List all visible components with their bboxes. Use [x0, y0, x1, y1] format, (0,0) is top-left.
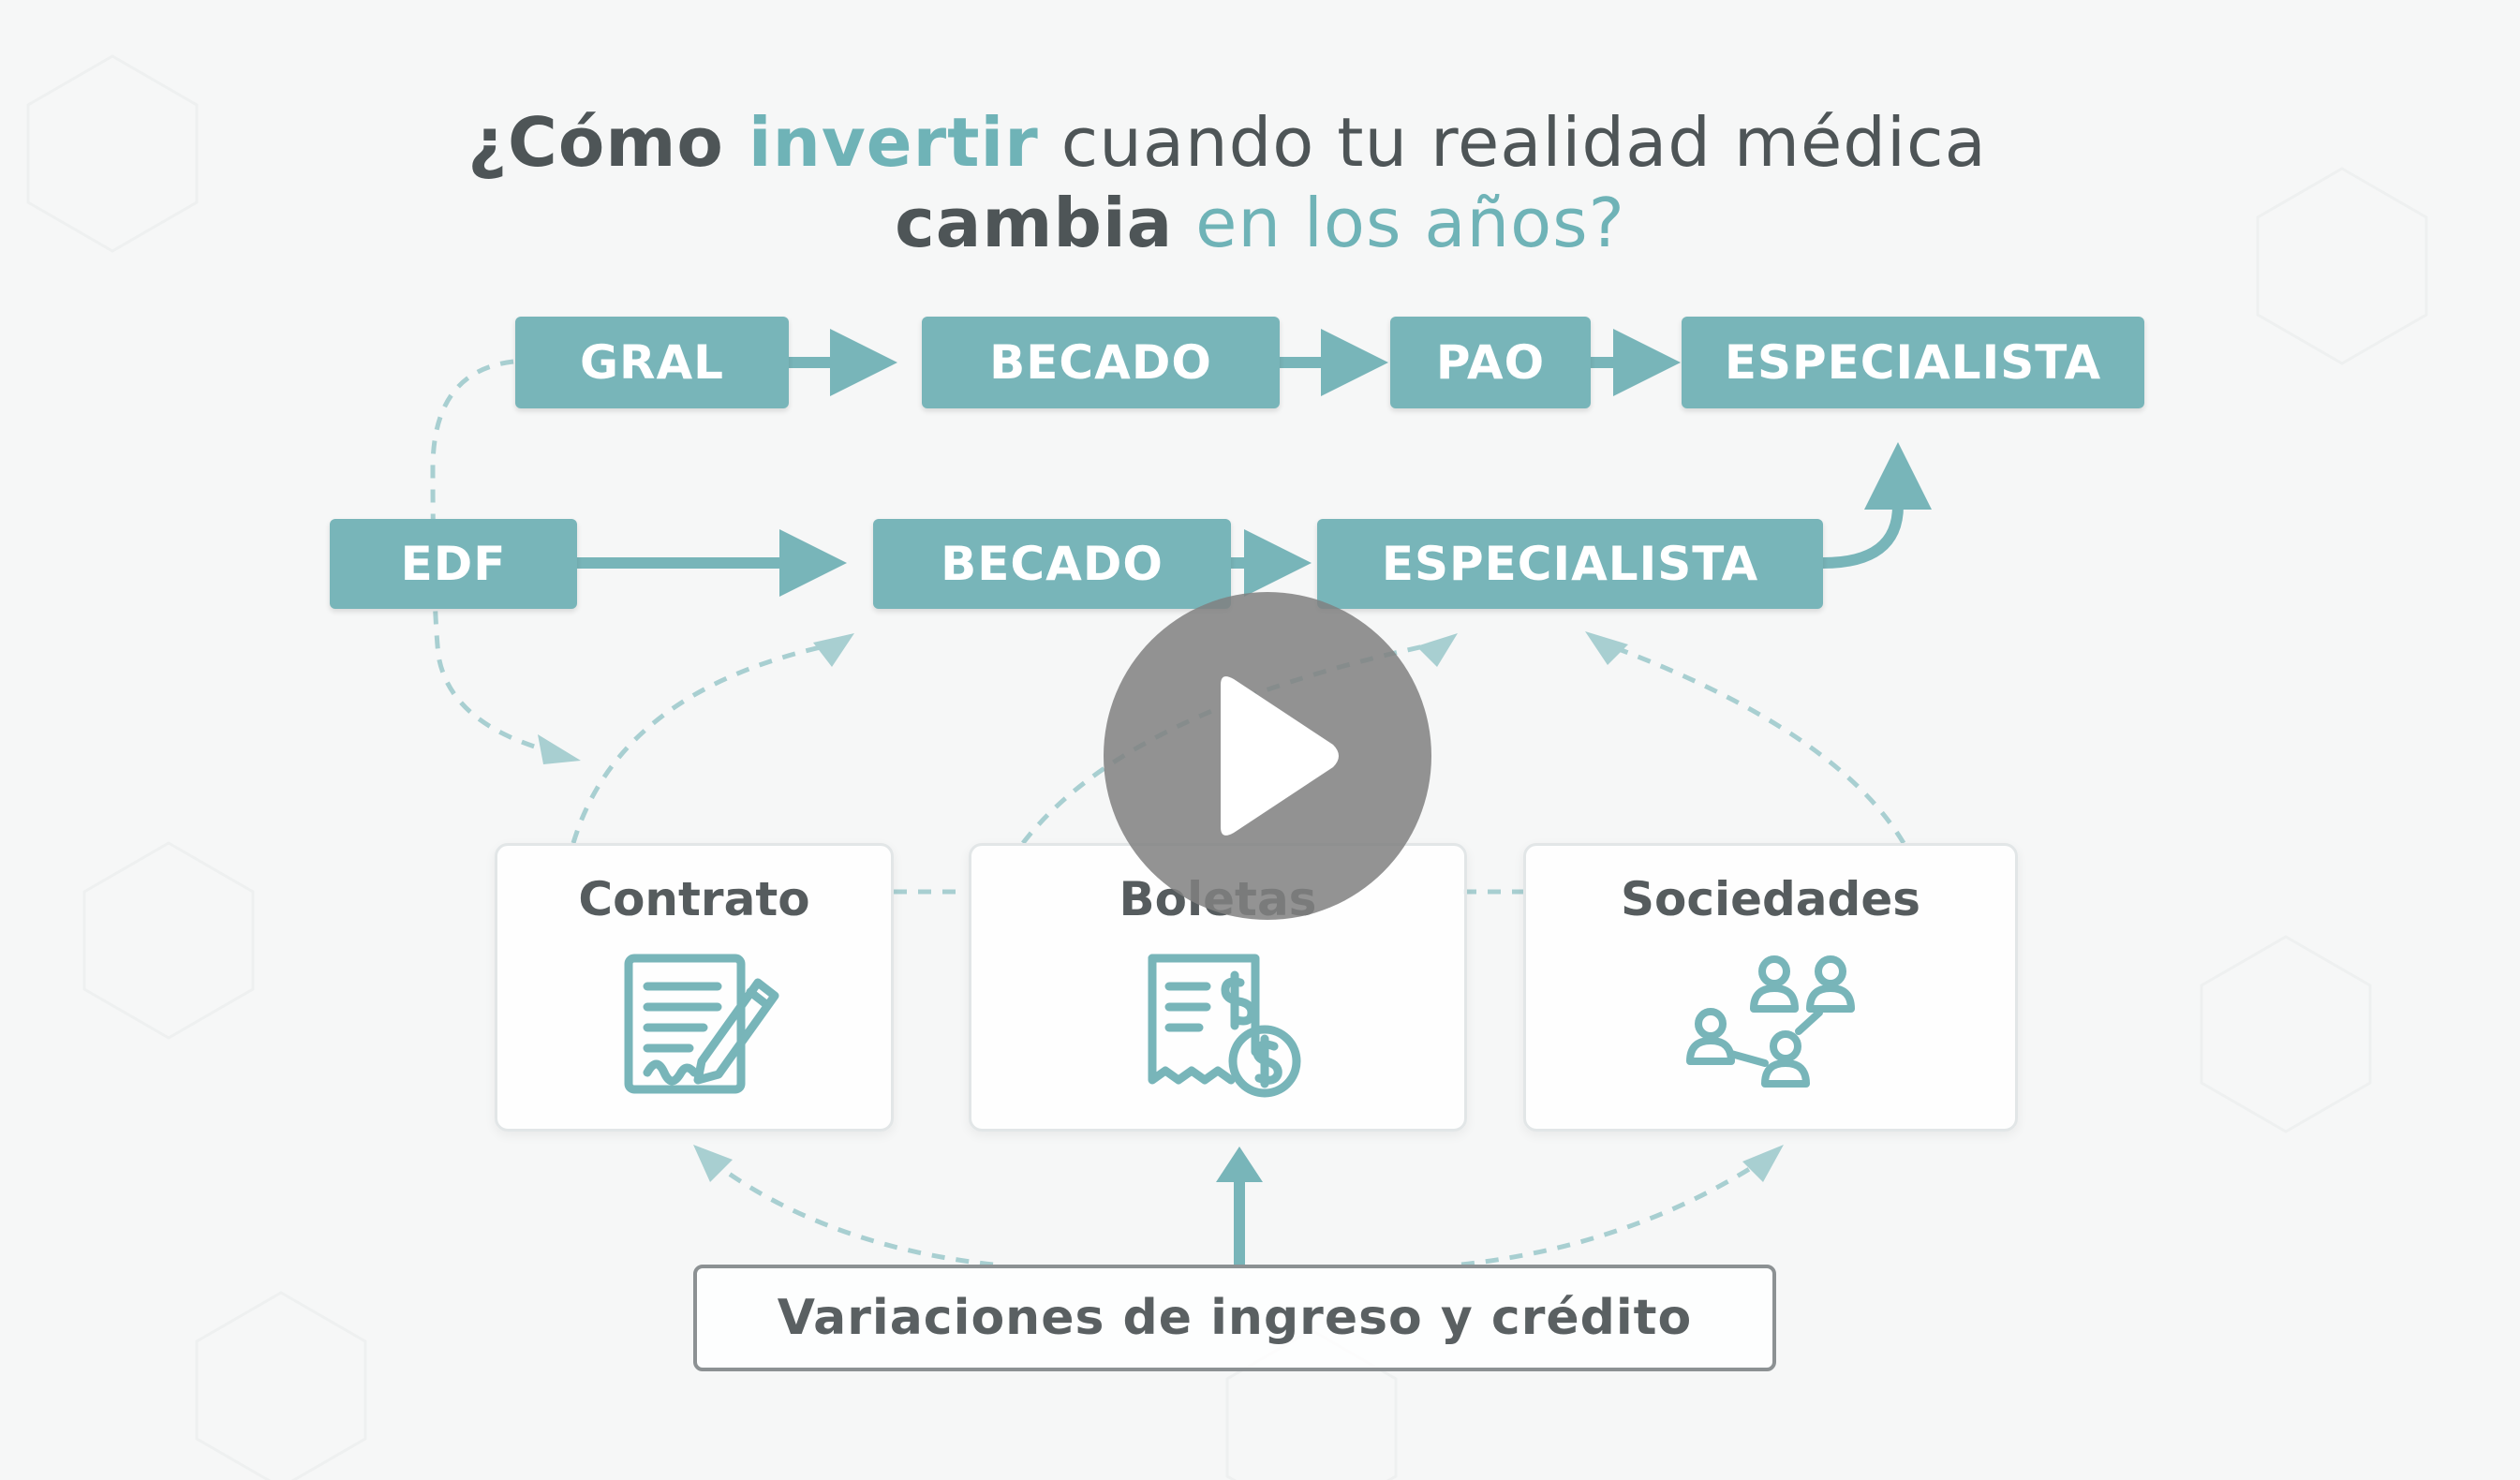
- card-sociedades-title: Sociedades: [1620, 872, 1921, 926]
- title-part-5: en los años?: [1173, 184, 1625, 262]
- card-boletas: Boletas: [969, 843, 1467, 1132]
- title-part-1: ¿Cómo: [467, 103, 749, 182]
- receipt-dollar-icon: [1148, 954, 1301, 1098]
- title-line-2: cambia en los años?: [0, 184, 2520, 262]
- income-credit-variations: Variaciones de ingreso y crédito: [693, 1265, 1776, 1371]
- stage-gral: GRAL: [515, 317, 789, 408]
- card-contrato-title: Contrato: [578, 872, 810, 926]
- title-part-4: cambia: [895, 184, 1174, 262]
- title-part-3: cuando tu realidad médica: [1038, 103, 1987, 182]
- stage-edf: EDF: [330, 519, 577, 609]
- stage-becado-top: BECADO: [922, 317, 1280, 408]
- stage-pao: PAO: [1390, 317, 1591, 408]
- play-button[interactable]: [1104, 592, 1431, 920]
- stage-becado-middle: BECADO: [873, 519, 1231, 609]
- contract-icon: [624, 954, 779, 1094]
- card-contrato: Contrato: [495, 843, 894, 1132]
- title-line-1: ¿Cómo invertir cuando tu realidad médica: [0, 103, 2520, 182]
- stage-especialista-top: ESPECIALISTA: [1682, 317, 2144, 408]
- stage-especialista-middle: ESPECIALISTA: [1317, 519, 1823, 609]
- people-network-icon: [1686, 955, 1855, 1088]
- title-part-2: invertir: [748, 103, 1039, 182]
- play-icon: [1221, 676, 1339, 836]
- card-sociedades: Sociedades: [1523, 843, 2018, 1132]
